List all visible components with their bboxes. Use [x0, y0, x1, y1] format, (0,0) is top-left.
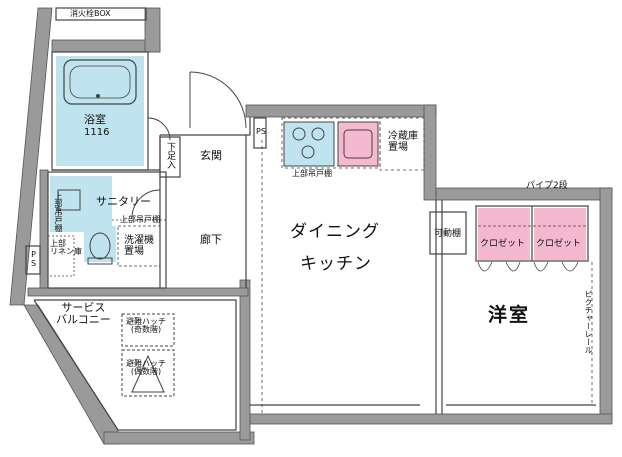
ps-label-left: PS	[29, 250, 38, 268]
bathroom-area	[56, 56, 144, 166]
closet-label-1: クロゼット	[480, 239, 526, 249]
exterior-walls	[9, 7, 613, 445]
sanitary-upper-cabinet-label: 上部吊戸棚	[120, 215, 160, 224]
picture-rail-label: ピクチャーレール	[584, 290, 593, 354]
movable-shelf-label: 可動棚	[434, 229, 462, 239]
western-room-label: 洋室	[488, 304, 531, 326]
upper-linen-label: 上部 リネン庫	[50, 239, 82, 257]
bathroom-label: 浴室	[84, 113, 106, 126]
sanitary-side-upper-cabinet-label: 上部吊戸棚	[54, 192, 63, 232]
kitchen-fixtures	[283, 121, 379, 167]
fire-hydrant-box-label: 消火栓BOX	[70, 9, 111, 18]
hallway-label: 廊下	[200, 233, 222, 246]
dining-kitchen-label-line1: ダイニング	[290, 222, 380, 242]
sanitary-label: サニタリー	[96, 195, 151, 208]
evacuation-hatch-icon	[121, 313, 175, 397]
evac-hatch-even-label: 避難ハッチ (偶数階)	[126, 359, 166, 377]
pipe-two-tier-label: パイプ2段	[526, 181, 568, 191]
washbasin-icon	[57, 189, 81, 211]
stove-burner-icon	[292, 127, 325, 159]
bathroom-size-label: 1116	[84, 127, 110, 138]
sink-basin-icon	[337, 121, 379, 167]
bathroom-door	[147, 117, 171, 141]
closet-label-2: クロゼット	[536, 239, 582, 249]
sanitary-area	[50, 176, 161, 267]
shoe-box-label: 下足入	[165, 142, 175, 169]
toilet-icon	[89, 232, 111, 260]
bathtub-icon	[63, 59, 137, 105]
ps-label-top: PS	[256, 127, 266, 136]
dining-kitchen-label-line2: キッチン	[300, 254, 372, 274]
evac-hatch-odd-label: 避難ハッチ (奇数階)	[126, 317, 166, 335]
closets	[477, 208, 586, 272]
washer-space-label: 洗濯機 置場	[124, 235, 154, 257]
kitchen-upper-cabinet-label: 上部吊戸棚	[292, 169, 332, 178]
fridge-space-label: 冷蔵庫 置場	[388, 131, 418, 153]
service-balcony-label: サービス バルコニー	[56, 301, 111, 326]
entrance-door	[189, 71, 247, 129]
interior-walls	[25, 7, 593, 431]
entrance-label: 玄関	[200, 149, 222, 162]
